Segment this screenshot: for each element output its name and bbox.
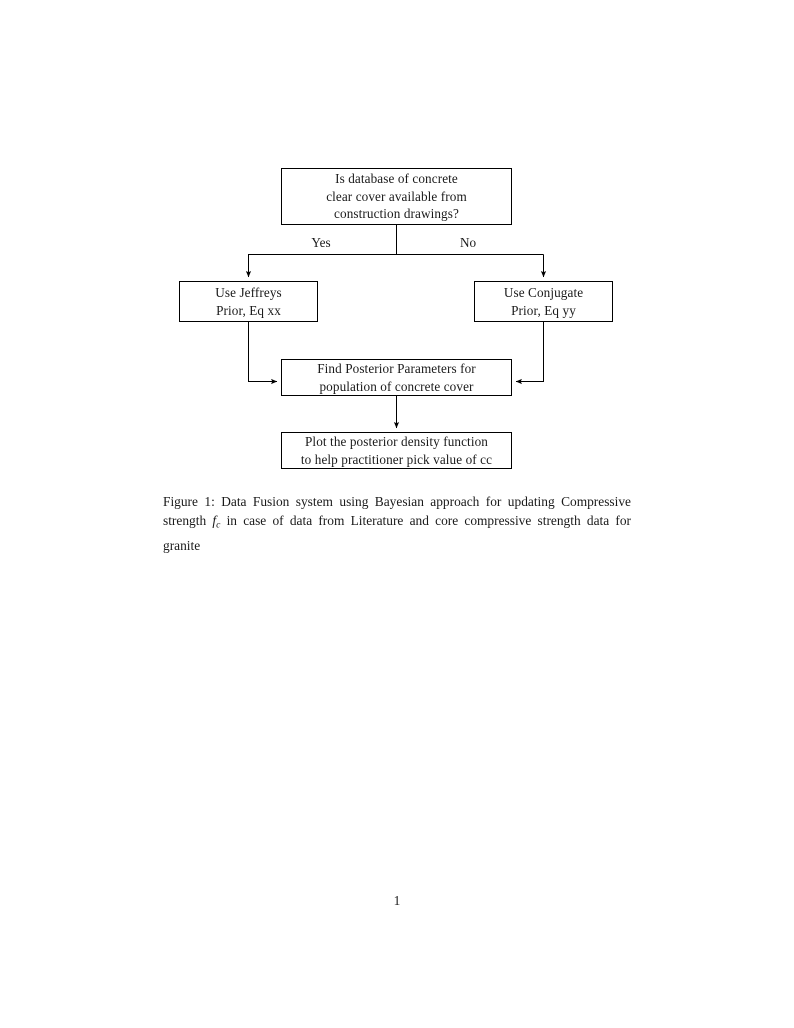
node-conjugate-line-1: Use Conjugate bbox=[503, 285, 584, 300]
node-jeffreys-line-2: Prior, Eq xx bbox=[216, 302, 281, 318]
node-jeffreys-line-1: Use Jeffreys bbox=[215, 285, 282, 300]
node-question-line-3: construction drawings? bbox=[334, 206, 459, 222]
node-plot-line-1: Plot the posterior density function bbox=[305, 434, 488, 449]
figure-caption-math-fc: fc bbox=[212, 513, 221, 532]
node-posterior-line-1: Find Posterior Parameters for bbox=[317, 361, 476, 376]
flowchart-node-question: Is database of concrete clear cover avai… bbox=[281, 168, 512, 225]
flowchart-node-conjugate-prior: Use Conjugate Prior, Eq yy bbox=[474, 281, 613, 322]
page-number: 1 bbox=[393, 893, 401, 908]
edge-label-yes: Yes bbox=[311, 235, 331, 250]
node-conjugate-line-2: Prior, Eq yy bbox=[511, 302, 576, 318]
flowchart-node-find-posterior: Find Posterior Parameters for population… bbox=[281, 359, 512, 396]
edge-conjugate-to-posterior bbox=[515, 322, 544, 385]
edge-label-no: No bbox=[459, 235, 477, 250]
flowchart-diagram: Is database of concrete clear cover avai… bbox=[0, 0, 794, 480]
figure-caption-text-after: in case of data from Literature and core… bbox=[163, 513, 631, 553]
flowchart-node-jeffreys-prior: Use Jeffreys Prior, Eq xx bbox=[179, 281, 318, 322]
figure-caption-label: Figure 1: bbox=[163, 494, 215, 509]
flowchart-node-plot-density: Plot the posterior density function to h… bbox=[281, 432, 512, 469]
node-question-line-2: clear cover available from bbox=[326, 188, 467, 204]
math-base: f bbox=[212, 513, 217, 529]
node-posterior-line-2: population of concrete cover bbox=[319, 378, 474, 394]
figure-caption: Figure 1: Data Fusion system using Bayes… bbox=[163, 492, 631, 555]
edge-jeffreys-to-posterior bbox=[248, 322, 278, 385]
node-question-line-1: Is database of concrete bbox=[335, 171, 458, 187]
node-plot-line-2: to help practitioner pick value of cc bbox=[300, 451, 493, 467]
flowchart-connectors bbox=[245, 225, 547, 429]
math-subscript: c bbox=[216, 520, 221, 532]
figure-caption-text-before: Data Fusion system using Bayesian approa… bbox=[163, 494, 631, 529]
